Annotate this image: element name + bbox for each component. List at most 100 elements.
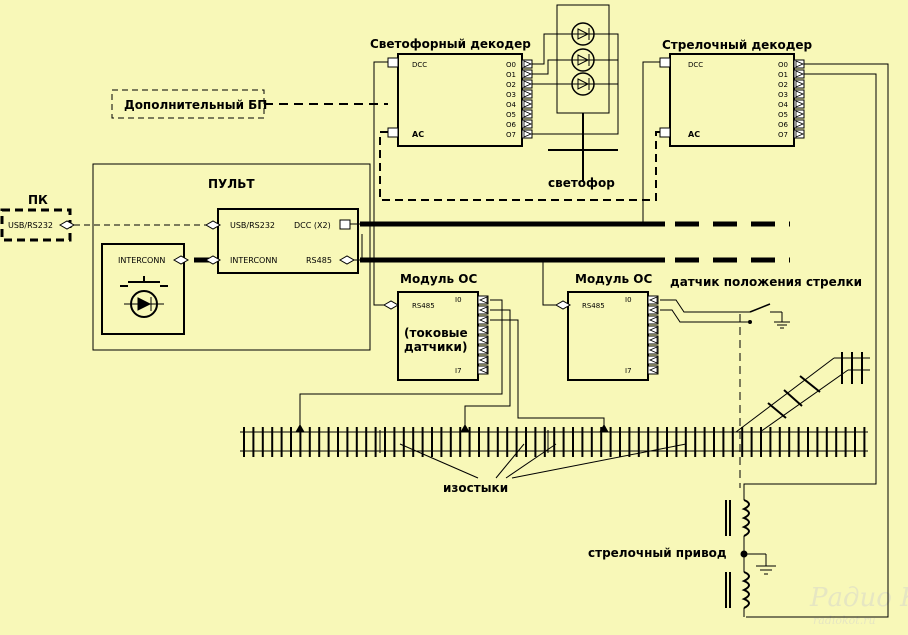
module-oc-2-input-arrow bbox=[648, 316, 658, 324]
bus-lines bbox=[194, 221, 790, 263]
switch-drive-wiring bbox=[743, 63, 889, 618]
svetofor-label: светофор bbox=[548, 176, 615, 190]
pult-usb-pin: USB/RS232 bbox=[230, 221, 275, 230]
svetofor-decoder-output-pin: O2 bbox=[506, 81, 516, 89]
strelochny-decoder-output-arrow bbox=[795, 110, 805, 118]
module-oc-1-input-arrow bbox=[478, 356, 488, 364]
module-oc-1-i7-pin: I7 bbox=[455, 367, 462, 375]
branch-track bbox=[735, 352, 870, 433]
strelochny-decoder-label: Стрелочный декодер bbox=[662, 38, 813, 52]
module-oc-2-input-arrow bbox=[648, 326, 658, 334]
strelochny-decoder-output-pin: O7 bbox=[778, 131, 788, 139]
svetofor-decoder-output-arrow bbox=[523, 110, 533, 118]
module-oc-1-input-arrow bbox=[478, 316, 488, 324]
module-oc-1-input-arrow bbox=[478, 346, 488, 354]
module-oc-2-input-arrow bbox=[648, 346, 658, 354]
svetofor-decoder-output-pin: O1 bbox=[506, 71, 516, 79]
pult-block: ПУЛЬТ USB/RS232 DCC (X2) INTERCONN RS485… bbox=[92, 163, 371, 351]
strelochny-decoder-ac-pin: AC bbox=[688, 130, 700, 139]
switch-position-sensor: датчик положения стрелки bbox=[660, 275, 862, 488]
module-oc-1-input-arrow bbox=[478, 306, 488, 314]
svetofor-decoder-output-arrow bbox=[523, 90, 533, 98]
svetofor-decoder-ac-pin: AC bbox=[412, 130, 424, 139]
watermark-logo: Радио КОТ bbox=[809, 583, 908, 613]
interconn-module-label: INTERCONN bbox=[118, 256, 165, 265]
module-oc-1-input-arrow bbox=[478, 296, 488, 304]
push-button-icon bbox=[120, 276, 168, 287]
module-oc-1-input-arrow bbox=[478, 366, 488, 374]
switch-drive-label: стрелочный привод bbox=[588, 546, 727, 560]
strelochny-decoder-output-pin: O6 bbox=[778, 121, 789, 129]
svetofor-decoder-output-arrow bbox=[523, 70, 533, 78]
svetofor-decoder-output-arrow bbox=[523, 120, 533, 128]
insulating-joints-annotation: изостыки bbox=[399, 443, 687, 495]
strelochny-decoder: Стрелочный декодер DCC AC O0O1O2O3O4O5O6… bbox=[659, 38, 813, 147]
pult-rs485-pin: RS485 bbox=[306, 256, 332, 265]
svetofor-decoder-output-arrow bbox=[523, 100, 533, 108]
strelochny-decoder-output-pin: O4 bbox=[778, 101, 789, 109]
traffic-light: светофор bbox=[532, 4, 619, 190]
current-sensors-line2: датчики) bbox=[404, 340, 467, 354]
svetofor-decoder-output-pin: O4 bbox=[506, 101, 517, 109]
module-oc-2-input-arrow bbox=[648, 296, 658, 304]
module-oc-2-input-arrow bbox=[648, 366, 658, 374]
svetofor-decoder-output-arrow bbox=[523, 60, 533, 68]
svetofor-decoder-output-pin: O6 bbox=[506, 121, 517, 129]
module-oc-2-label: Модуль ОС bbox=[575, 272, 652, 286]
module-oc-2-input-arrow bbox=[648, 336, 658, 344]
module-oc-1-label: Модуль ОС bbox=[400, 272, 477, 286]
module-oc-2-input-arrow bbox=[648, 306, 658, 314]
strelochny-decoder-output-pin: O0 bbox=[778, 61, 788, 69]
svetofor-decoder-dcc-pin: DCC bbox=[412, 61, 427, 69]
switch-drive: стрелочный привод bbox=[588, 499, 776, 617]
svetofor-decoder-output-pin: O5 bbox=[506, 111, 516, 119]
pult-label: ПУЛЬТ bbox=[208, 177, 255, 191]
module-oc-2-input-arrow bbox=[648, 356, 658, 364]
svetofor-decoder: Светофорный декодер DCC AC O0O1O2O3O4O5O… bbox=[370, 37, 533, 147]
module-oc-1-rs485-pin: RS485 bbox=[412, 302, 435, 310]
strelochny-decoder-output-pin: O2 bbox=[778, 81, 788, 89]
strelochny-decoder-output-arrow bbox=[795, 80, 805, 88]
module-oc-2-i7-pin: I7 bbox=[625, 367, 632, 375]
current-sensors-line1: (токовые bbox=[404, 326, 468, 340]
module-oc-1-i0-pin: I0 bbox=[455, 296, 462, 304]
pc-block: ПК USB/RS232 bbox=[0, 193, 206, 242]
strelochny-decoder-output-arrow bbox=[795, 100, 805, 108]
pc-port-label: USB/RS232 bbox=[8, 221, 53, 230]
svetofor-decoder-output-arrow bbox=[523, 80, 533, 88]
svetofor-decoder-output-pin: O0 bbox=[506, 61, 516, 69]
strelochny-decoder-dcc-pin: DCC bbox=[688, 61, 703, 69]
module-oc-2-i0-pin: I0 bbox=[625, 296, 632, 304]
extra-psu-label: Дополнительный БП bbox=[124, 98, 267, 112]
module-oc-2-rs485-pin: RS485 bbox=[582, 302, 605, 310]
led-icon bbox=[124, 290, 164, 318]
module-oc-1-input-arrow bbox=[478, 336, 488, 344]
switch-position-sensor-label: датчик положения стрелки bbox=[670, 275, 862, 289]
pc-label: ПК bbox=[28, 193, 48, 207]
svetofor-decoder-output-arrow bbox=[523, 130, 533, 138]
strelochny-decoder-output-pin: O1 bbox=[778, 71, 788, 79]
strelochny-decoder-output-arrow bbox=[795, 60, 805, 68]
strelochny-decoder-output-arrow bbox=[795, 120, 805, 128]
strelochny-decoder-output-pin: O5 bbox=[778, 111, 788, 119]
insulating-joints-label: изостыки bbox=[443, 481, 508, 495]
strelochny-decoder-output-arrow bbox=[795, 70, 805, 78]
module-oc-1-input-arrow bbox=[478, 326, 488, 334]
module-oc-2: Модуль ОС RS485 I0 I7 bbox=[554, 272, 659, 381]
svetofor-decoder-output-pin: O7 bbox=[506, 131, 516, 139]
svetofor-decoder-label: Светофорный декодер bbox=[370, 37, 531, 51]
strelochny-decoder-output-arrow bbox=[795, 90, 805, 98]
module-oc-1: Модуль ОС RS485 I0 I7 (токовые датчики) bbox=[382, 272, 489, 381]
extra-psu-block: Дополнительный БП bbox=[111, 89, 388, 119]
strelochny-decoder-output-pin: O3 bbox=[778, 91, 788, 99]
watermark: Радио КОТ radiokot.ru bbox=[809, 583, 908, 627]
sensor-wires bbox=[295, 299, 609, 433]
pult-interconn-pin: INTERCONN bbox=[230, 256, 277, 265]
main-track bbox=[240, 427, 868, 457]
watermark-url: radiokot.ru bbox=[813, 614, 876, 627]
svetofor-decoder-output-pin: O3 bbox=[506, 91, 516, 99]
strelochny-decoder-output-arrow bbox=[795, 130, 805, 138]
control-wires bbox=[350, 61, 660, 306]
pult-dcc-pin: DCC (X2) bbox=[294, 221, 331, 230]
